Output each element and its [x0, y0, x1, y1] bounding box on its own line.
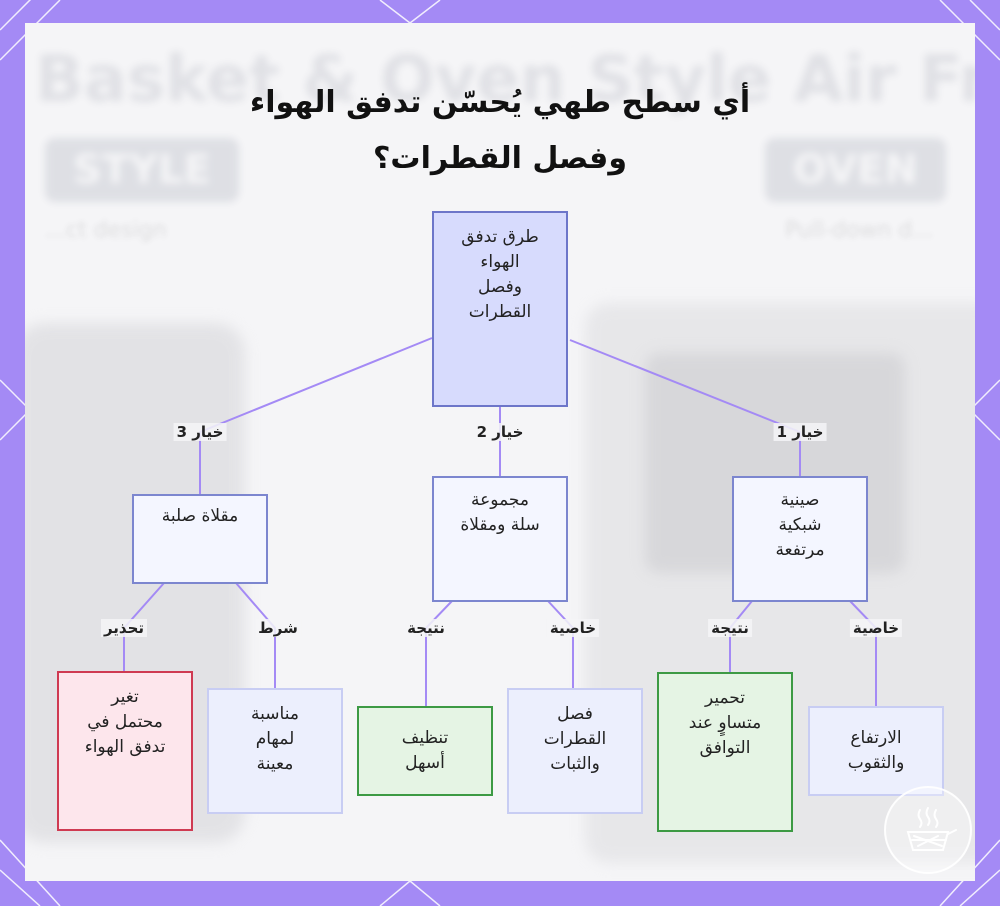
option-node-1: صينية شبكية مرتفعة [732, 476, 868, 602]
root-line: القطرات [468, 302, 532, 322]
leaf-line: تنظيف [401, 728, 449, 748]
leaf-line: التوافق [699, 738, 751, 758]
edge-opt2-leaf2a [547, 600, 574, 688]
background-tag-right: OVEN [765, 138, 946, 202]
leaf-line: معينة [256, 754, 294, 774]
edge-opt1-leaf1a [849, 600, 877, 706]
leaf-line: تدفق الهواء [84, 737, 166, 757]
option-node-3: مقلاة صلبة [132, 494, 268, 584]
edge-label-property-1: خاصية [849, 619, 903, 637]
edge-label-warning-3: تحذير [100, 619, 148, 637]
diagram-title: أي سطح طهي يُحسّن تدفق الهواء وفصل القطر… [25, 75, 975, 187]
edge-label-condition-3: شرط [255, 619, 301, 637]
edge-label-option-1: خيار 1 [773, 423, 827, 441]
option-node-2: مجموعة سلة ومقلاة [432, 476, 568, 602]
background-tag-left: STYLE [45, 138, 239, 202]
edge-label-option-2: خيار 2 [473, 423, 527, 441]
edge-opt2-leaf2b [425, 600, 453, 706]
option-line: مقلاة صلبة [161, 506, 239, 526]
option-line: سلة ومقلاة [460, 515, 540, 535]
leaf-node-specific-tasks: مناسبة لمهام معينة [207, 688, 343, 814]
leaf-line: تحمير [704, 688, 746, 708]
leaf-line: لمهام [255, 729, 295, 749]
leaf-line: القطرات [543, 729, 607, 749]
option-line: مجموعة [471, 490, 529, 510]
leaf-line: أسهل [405, 753, 445, 773]
root-line: وفصل [478, 277, 522, 297]
option-line: صينية [780, 490, 820, 510]
edge-label-result-1: نتيجة [708, 619, 752, 637]
leaf-line: تغير [111, 687, 139, 707]
background-subtitle-right: Pull-down d... [785, 218, 934, 243]
leaf-line: متساوٍ عند [688, 713, 762, 733]
leaf-node-easier-cleaning: تنظيف أسهل [357, 706, 493, 796]
leaf-node-even-browning: تحمير متساوٍ عند التوافق [657, 672, 793, 832]
leaf-line: مناسبة [251, 704, 299, 724]
leaf-line: والثبات [550, 754, 600, 774]
edge-root-opt1 [569, 339, 801, 476]
leaf-node-drip-separation: فصل القطرات والثبات [507, 688, 643, 814]
edge-label-property-2: خاصية [546, 619, 600, 637]
leaf-line: فصل [557, 704, 593, 724]
root-line: الهواء [480, 252, 520, 272]
edge-label-option-3: خيار 3 [173, 423, 227, 441]
option-line: شبكية [778, 515, 822, 535]
option-line: مرتفعة [775, 540, 825, 560]
air-fryer-basket-icon [884, 786, 972, 874]
leaf-line: الارتفاع [850, 728, 902, 748]
edge-root-opt3 [199, 337, 433, 494]
title-line-2: وفصل القطرات؟ [373, 141, 627, 176]
edge-label-result-2: نتيجة [404, 619, 448, 637]
leaf-line: والثقوب [847, 753, 905, 773]
root-line: طرق تدفق [461, 227, 539, 247]
leaf-node-elevation: الارتفاع والثقوب [808, 706, 944, 796]
title-line-1: أي سطح طهي يُحسّن تدفق الهواء [249, 85, 751, 120]
root-node: طرق تدفق الهواء وفصل القطرات [432, 211, 568, 407]
background-headline: Basket & Oven Style Air Fryers [35, 43, 975, 117]
background-subtitle-left: ...ct design [45, 218, 167, 243]
leaf-line: محتمل في [87, 712, 163, 732]
leaf-node-airflow-warning: تغير محتمل في تدفق الهواء [57, 671, 193, 831]
